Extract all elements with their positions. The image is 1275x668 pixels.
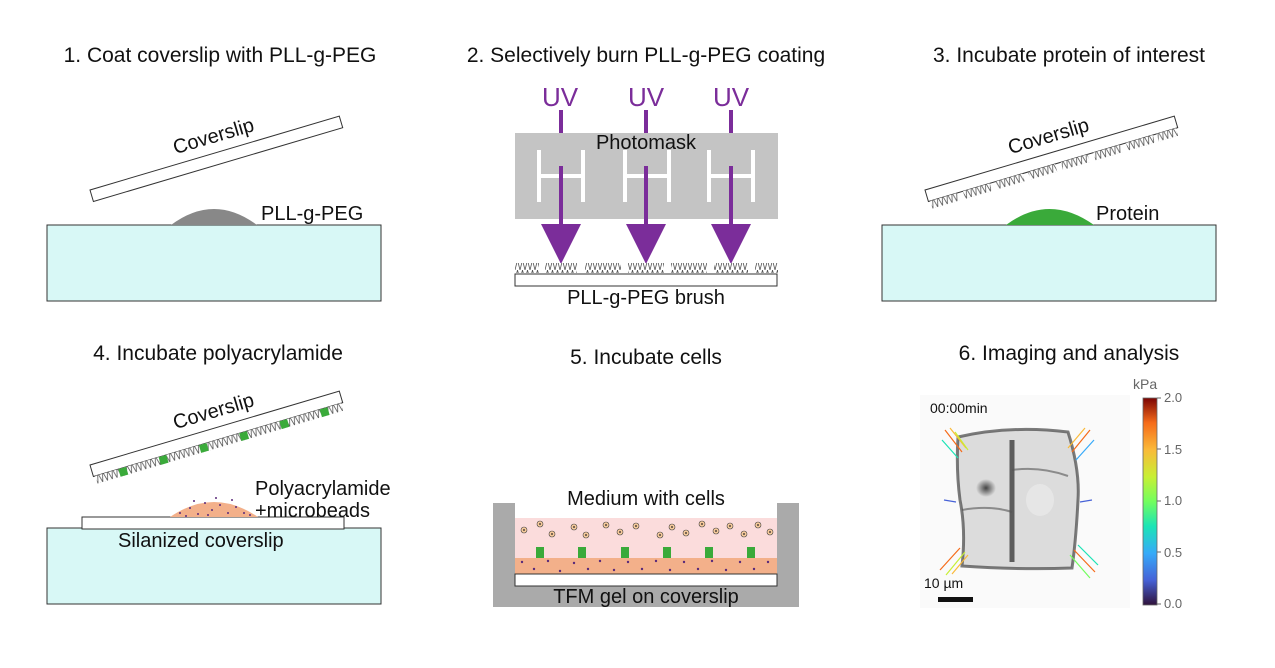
colorbar — [1142, 397, 1158, 606]
medium — [515, 518, 777, 558]
coverslip-bottom — [514, 573, 778, 587]
polyacrylamide-label: Polyacrylamide — [255, 478, 391, 500]
microbeads-label: +microbeads — [255, 500, 370, 522]
protein-label: Protein — [1096, 203, 1159, 225]
step-1: 1. Coat coverslip with PLL-g-PEG PLL-g-P… — [46, 44, 382, 302]
step-2: 2. Selectively burn PLL-g-PEG coating UV… — [467, 44, 825, 309]
traction-vectors — [939, 427, 1099, 579]
brush-segments — [515, 263, 778, 273]
step-4: 4. Incubate polyacrylamide Silanized cov… — [46, 342, 391, 605]
pll-peg-label: PLL-g-PEG — [261, 203, 363, 225]
colorbar-tick-label: 1.5 — [1164, 442, 1182, 457]
colorbar-ticks: 2.0 1.5 1.0 0.5 0.0 — [1157, 390, 1182, 611]
cell-nuclei — [523, 523, 771, 536]
polyacrylamide-drop — [170, 502, 258, 517]
colorbar-unit: kPa — [1133, 376, 1157, 392]
protein-drop — [1006, 209, 1094, 225]
protein-islands — [536, 547, 755, 558]
step-2-title: 2. Selectively burn PLL-g-PEG coating — [467, 44, 825, 67]
medium-label: Medium with cells — [567, 488, 725, 510]
colorbar-tick-label: 0.5 — [1164, 545, 1182, 560]
scale-bar-label: 10 µm — [924, 575, 963, 591]
step-5: 5. Incubate cells Medium with cells — [493, 346, 799, 608]
step-5-title: 5. Incubate cells — [570, 346, 722, 369]
brush-underside — [930, 128, 1179, 209]
colorbar-tick-label: 2.0 — [1164, 390, 1182, 405]
pll-peg-drop — [171, 209, 257, 225]
cell-image — [955, 427, 1080, 571]
step-6-title: 6. Imaging and analysis — [959, 342, 1180, 365]
uv-label-2: UV — [628, 82, 665, 112]
step-3-title: 3. Incubate protein of interest — [933, 44, 1205, 67]
coverslip-flat — [514, 273, 778, 287]
silanized-label: Silanized coverslip — [118, 530, 284, 552]
uv-arrows — [541, 110, 751, 264]
glass-slide — [881, 224, 1217, 302]
brush-label: PLL-g-PEG brush — [567, 287, 725, 309]
coverslip-tilted: Coverslip — [924, 114, 1179, 209]
tfm-label: TFM gel on coverslip — [553, 586, 739, 608]
step-1-title: 1. Coat coverslip with PLL-g-PEG — [64, 44, 377, 67]
glass-slide — [46, 224, 382, 302]
colorbar-tick-label: 0.0 — [1164, 596, 1182, 611]
microbeads — [179, 497, 251, 517]
gel-beads — [520, 559, 770, 573]
photomask-label: Photomask — [596, 132, 697, 154]
uv-label-3: UV — [713, 82, 750, 112]
tfm-gel — [515, 558, 777, 574]
coverslip-tilted: Coverslip — [89, 114, 344, 203]
time-label: 00:00min — [930, 400, 988, 416]
step-3: 3. Incubate protein of interest Protein … — [881, 44, 1217, 302]
coverslip-tilted: Coverslip — [89, 389, 344, 484]
colorbar-tick-label: 1.0 — [1164, 493, 1182, 508]
glass-slide — [46, 527, 382, 605]
step-6: 6. Imaging and analysis — [920, 342, 1182, 611]
step-4-title: 4. Incubate polyacrylamide — [93, 342, 343, 365]
scale-bar — [938, 597, 973, 602]
protein-patterns — [118, 407, 330, 477]
uv-label-1: UV — [542, 82, 579, 112]
